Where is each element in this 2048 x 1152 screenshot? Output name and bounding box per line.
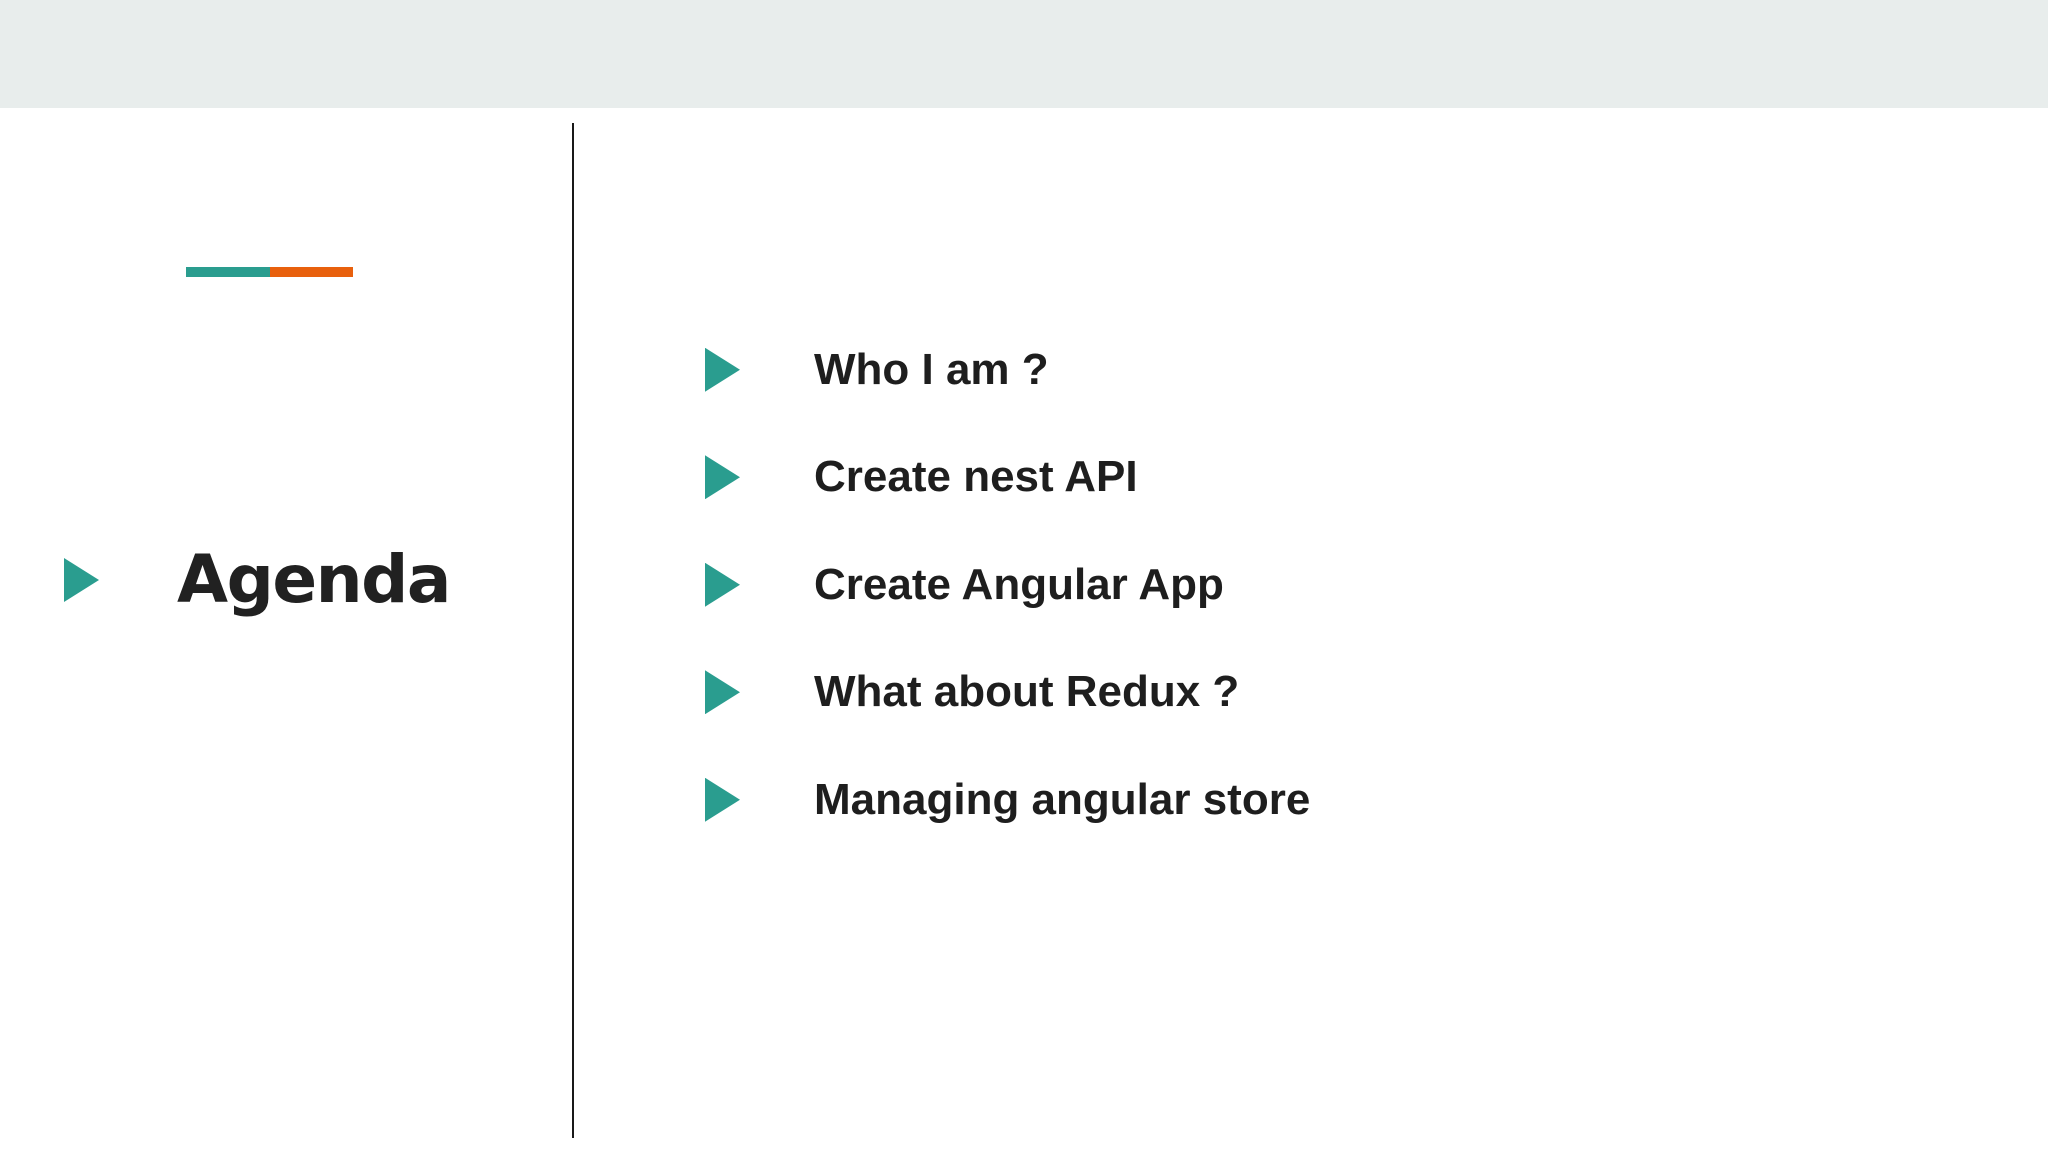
vertical-divider [572,123,574,1138]
agenda-list: Who I am ? Create nest API Create Angula… [705,316,1310,854]
agenda-item-label: Managing angular store [814,774,1311,824]
triangle-right-icon [705,562,740,607]
agenda-item-label: What about Redux ? [814,667,1240,717]
title-row: Agenda [64,536,451,624]
agenda-item-label: Who I am ? [814,344,1049,394]
triangle-right-icon [705,347,740,392]
agenda-list-item: Who I am ? [705,316,1310,424]
accent-bar-teal-segment [186,267,270,277]
triangle-right-icon [705,455,740,500]
agenda-list-item: Create nest API [705,424,1310,532]
slide-title: Agenda [177,541,451,618]
agenda-list-item: Managing angular store [705,746,1310,854]
agenda-item-label: Create nest API [814,452,1138,502]
header-band [0,0,2048,108]
agenda-list-item: Create Angular App [705,531,1310,639]
accent-bar-orange-segment [270,267,353,277]
triangle-right-icon [705,777,740,822]
accent-bar [186,267,353,277]
triangle-right-icon [64,558,99,602]
agenda-list-item: What about Redux ? [705,639,1310,747]
triangle-right-icon [705,670,740,715]
agenda-item-label: Create Angular App [814,559,1224,609]
